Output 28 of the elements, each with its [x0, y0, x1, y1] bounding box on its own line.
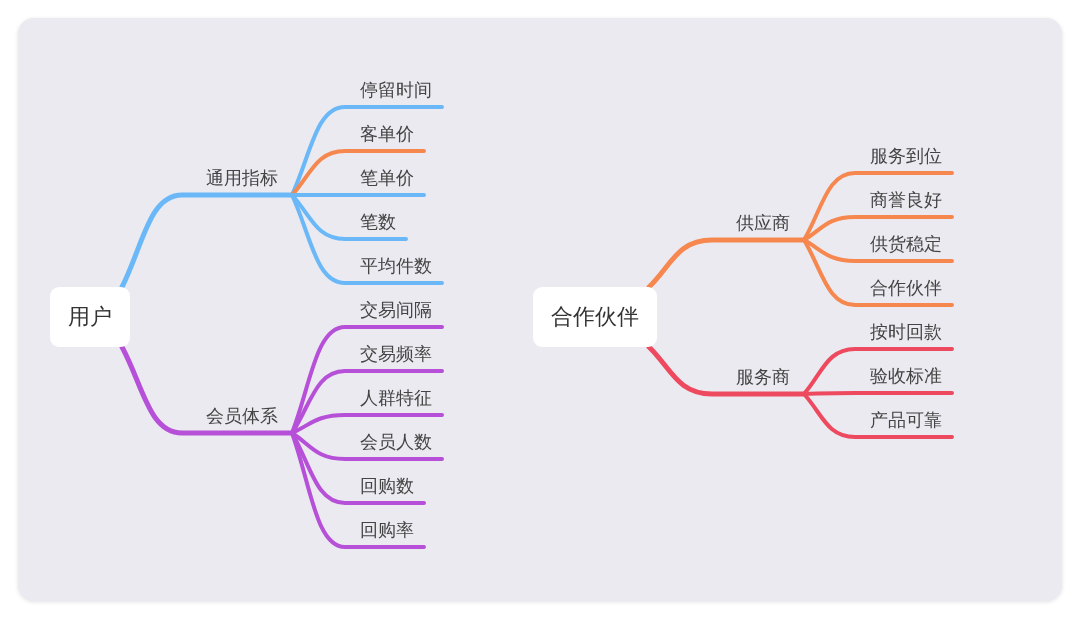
- subtopic-label: 合作伙伴: [855, 276, 952, 305]
- subtopic-label: 商誉良好: [855, 188, 952, 217]
- subtopic-label: 交易频率: [345, 342, 442, 371]
- subtopic-label: 通用指标: [182, 166, 292, 195]
- subtopic-label: 人群特征: [345, 386, 442, 415]
- subtopic-label: 供货稳定: [855, 232, 952, 261]
- branch-line: [646, 344, 807, 397]
- central-topic-box: 合作伙伴: [533, 287, 657, 347]
- branch-line: [802, 392, 954, 439]
- subtopic-label: 服务商: [712, 365, 804, 394]
- subtopic-label: 产品可靠: [855, 408, 952, 437]
- subtopic-label: 回购率: [345, 518, 424, 547]
- subtopic-label: 回购数: [345, 474, 424, 503]
- branch-line: [290, 193, 426, 197]
- subtopic-label: 停留时间: [345, 78, 442, 107]
- subtopic-label: 会员人数: [345, 430, 442, 459]
- subtopic-label: 笔单价: [345, 166, 424, 195]
- subtopic-label: 按时回款: [855, 320, 952, 349]
- branch-line: [290, 193, 444, 285]
- subtopic-label: 服务到位: [855, 144, 952, 173]
- subtopic-label: 客单价: [345, 122, 424, 151]
- subtopic-label: 笔数: [345, 210, 406, 239]
- subtopic-label: 平均件数: [345, 254, 442, 283]
- central-topic-box: 用户: [50, 287, 130, 347]
- subtopic-label: 交易间隔: [345, 298, 442, 327]
- subtopic-label: 验收标准: [855, 364, 952, 393]
- subtopic-label: 供应商: [712, 211, 804, 240]
- subtopic-label: 会员体系: [182, 404, 292, 433]
